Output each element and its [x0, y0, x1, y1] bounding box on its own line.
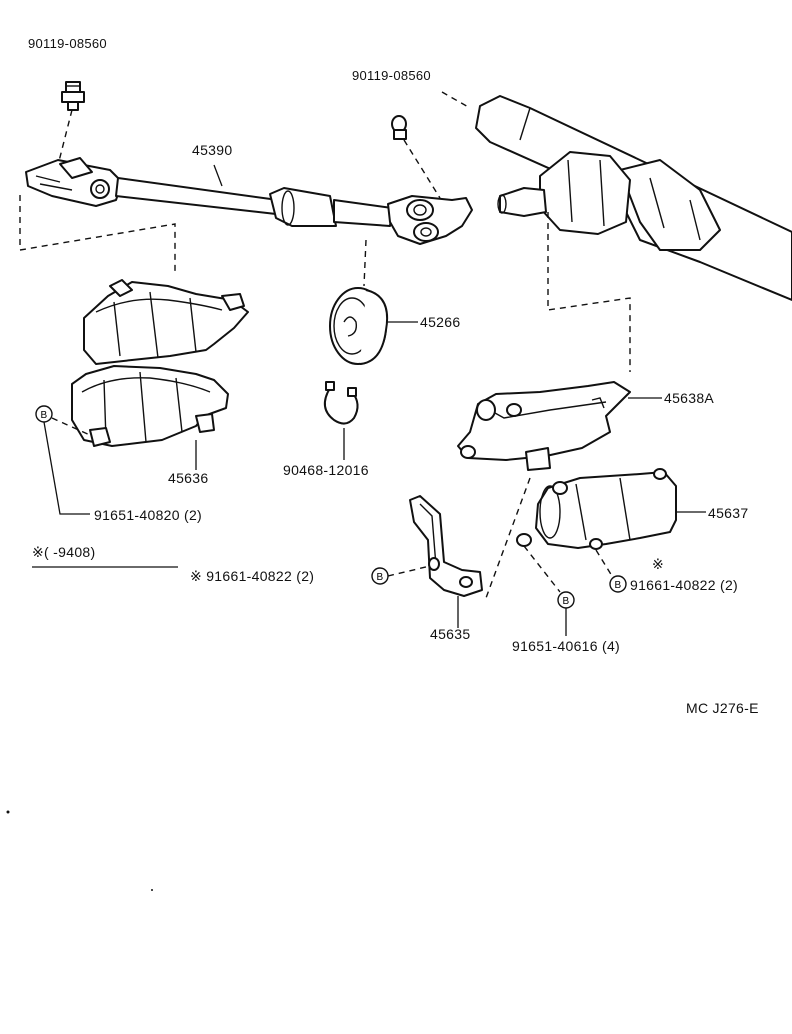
- column-cover-lower-right: [516, 468, 677, 550]
- label-bolt-top-left: 90119-08560: [28, 36, 107, 51]
- clamp: [323, 381, 359, 425]
- intermediate-shaft: [25, 157, 473, 245]
- screw-badge-bottom: B: [557, 591, 575, 609]
- label-cover-left: 45636: [168, 470, 209, 486]
- screw-badge-right: B: [609, 575, 627, 593]
- column-cover-left: [71, 279, 249, 447]
- screw-badge-left: B: [35, 405, 53, 423]
- svg-text:B: B: [563, 596, 570, 607]
- label-screw-right-mark: ※: [652, 556, 665, 572]
- label-cover-upper-right: 45638A: [664, 390, 715, 406]
- label-grommet: 45266: [420, 314, 461, 330]
- bolt-top-left: [61, 81, 85, 111]
- svg-text:B: B: [377, 572, 384, 583]
- label-cover-lower-right: 45637: [708, 505, 749, 521]
- label-screw-left2: ※ 91661-40822 (2): [190, 568, 315, 584]
- label-screw-bottom: 91651-40616 (4): [512, 638, 621, 654]
- label-clamp: 90468-12016: [283, 462, 369, 478]
- label-figure-code: MC J276-E: [686, 700, 759, 716]
- steering-column: [475, 95, 792, 301]
- svg-text:B: B: [615, 580, 622, 591]
- bracket: [409, 495, 483, 597]
- column-cover-upper-right: [457, 381, 631, 471]
- label-note: ※( -9408): [32, 544, 96, 560]
- screw-badge-left2: B: [371, 567, 389, 585]
- label-bolt-top-center: 90119-08560: [352, 68, 431, 83]
- bolt-top-center: [391, 115, 407, 140]
- label-bracket: 45635: [430, 626, 471, 642]
- grommet: [329, 287, 388, 365]
- label-screw-left: 91651-40820 (2): [94, 507, 203, 523]
- svg-text:B: B: [41, 410, 48, 421]
- label-shaft: 45390: [192, 142, 233, 158]
- label-screw-right: 91661-40822 (2): [630, 577, 739, 593]
